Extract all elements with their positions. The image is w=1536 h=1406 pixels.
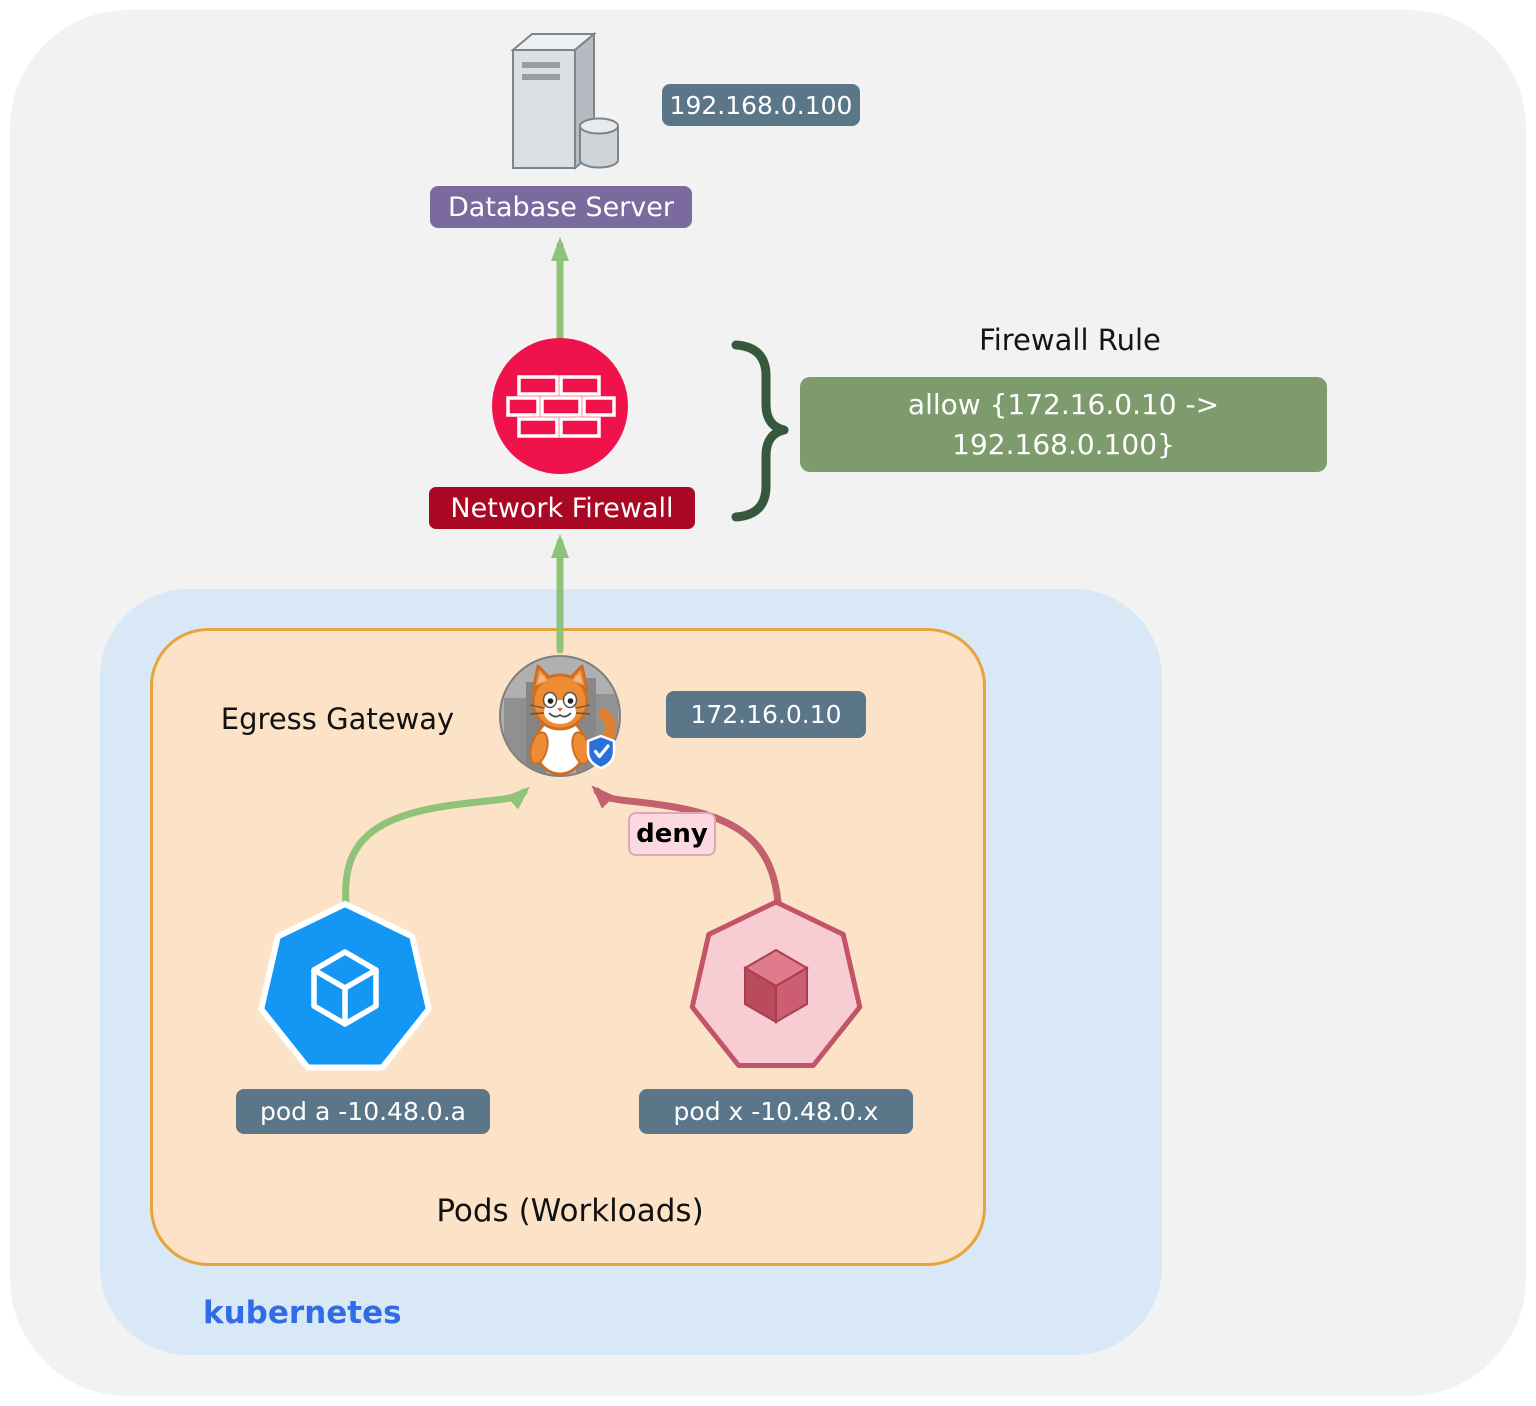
pod-x-badge: pod x -10.48.0.x <box>639 1089 913 1134</box>
egress-gateway-label: Egress Gateway <box>220 702 455 736</box>
deny-badge: deny <box>628 812 716 856</box>
pods-workloads-title: Pods (Workloads) <box>436 1193 704 1229</box>
pod-a-badge: pod a -10.48.0.a <box>236 1089 490 1134</box>
firewall-rule-title: Firewall Rule <box>979 323 1161 357</box>
firewall-rule-line2: 192.168.0.100} <box>952 427 1175 461</box>
firewall-rule-line1: allow {172.16.0.10 -> <box>907 387 1220 421</box>
kubernetes-label: kubernetes <box>203 1295 402 1331</box>
firewall-rule-box: allow {172.16.0.10 -> 192.168.0.100} <box>800 377 1327 472</box>
egress-gateway-ip-badge: 172.16.0.10 <box>666 691 866 738</box>
database-server-ip-badge: 192.168.0.100 <box>662 84 860 126</box>
database-server-label: Database Server <box>430 186 692 228</box>
network-firewall-label: Network Firewall <box>429 487 695 529</box>
